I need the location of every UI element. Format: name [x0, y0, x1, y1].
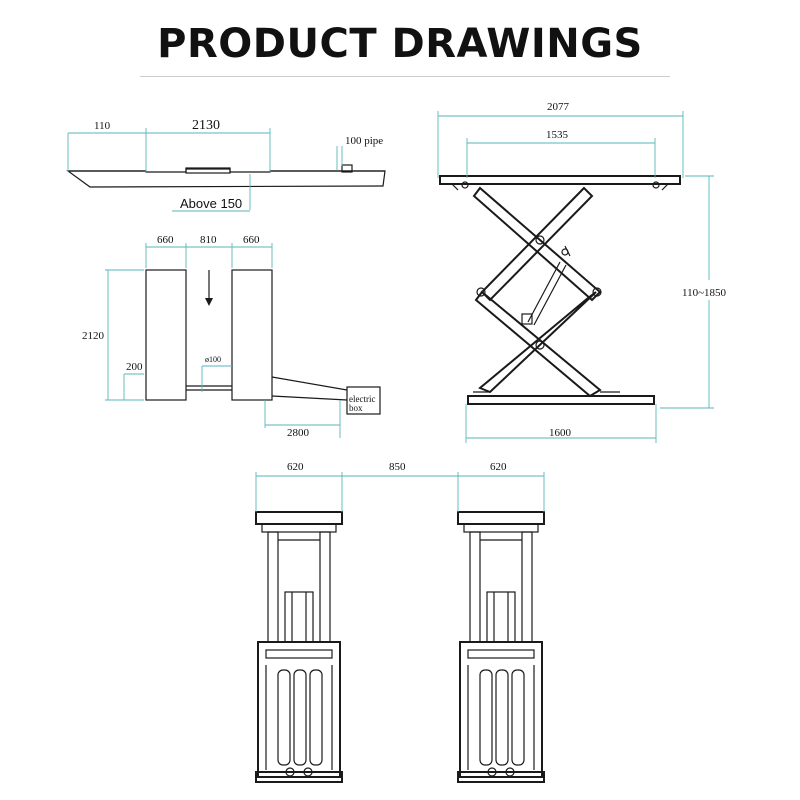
electric-box-label-line1: electric: [349, 394, 375, 404]
dim-right-width: 660: [243, 234, 260, 246]
dim-depth-note: Above 150: [180, 196, 242, 211]
arrow-down-icon: [205, 270, 213, 306]
dim-pit-length: 2130: [192, 118, 220, 133]
dim-gap: 810: [200, 234, 217, 246]
left-platform-outline: [145, 269, 187, 401]
dim-left-width: 660: [157, 234, 174, 246]
dim-base-length: 1600: [549, 427, 572, 439]
scissor-arms: [472, 186, 602, 398]
dim-front-right-width: 620: [490, 461, 507, 473]
plan-view: electric box 660 810 660 2120 200 ø100 2…: [82, 234, 381, 439]
dim-front-left-width: 620: [287, 461, 304, 473]
front-elevation-view: 620 850 620: [255, 461, 545, 783]
dim-length: 2120: [82, 330, 105, 342]
foundation-section-view: 110 2130 100 pipe Above 150: [66, 118, 386, 212]
right-platform-outline: [231, 269, 273, 401]
dim-platform-length: 2077: [547, 101, 570, 113]
dim-front-gap: 850: [389, 461, 406, 473]
electric-box-label-line2: box: [349, 403, 363, 413]
dim-cable: 2800: [287, 427, 310, 439]
dim-left-offset: 110: [94, 120, 111, 132]
foundation-dimension-lines: [67, 128, 343, 212]
left-lift-column: [255, 511, 343, 783]
plan-dimension-lines: [105, 243, 341, 438]
dim-offset: 200: [126, 361, 143, 373]
side-base: [467, 391, 655, 405]
electric-box: [346, 386, 381, 415]
foundation-ground: [66, 164, 386, 188]
dim-pipe: 100 pipe: [345, 135, 383, 147]
title-divider: [140, 76, 670, 77]
side-dimension-lines: [437, 111, 714, 443]
dim-height-range: 110~1850: [682, 287, 727, 299]
dim-pipe-diameter: ø100: [205, 355, 221, 364]
right-lift-column: [457, 511, 545, 783]
side-elevation-view: 2077 1535 110~1850 1600: [437, 101, 727, 443]
dim-inner-length: 1535: [546, 129, 569, 141]
side-platform: [439, 175, 681, 191]
page-title: PRODUCT DRAWINGS: [157, 21, 643, 67]
front-dimension-lines: [255, 472, 545, 512]
cable-conduit: [271, 376, 348, 401]
